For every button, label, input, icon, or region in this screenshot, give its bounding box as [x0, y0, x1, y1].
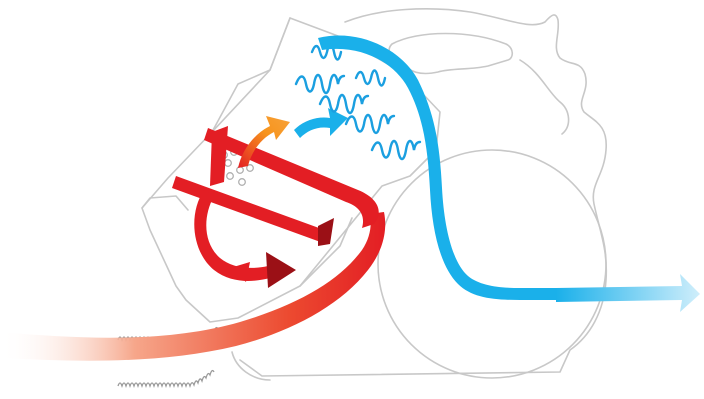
red-band-shading	[318, 218, 334, 246]
cyclone-spiral-1	[294, 73, 346, 95]
red-curl-bottom	[194, 190, 270, 281]
red-arrowhead-bottom	[266, 252, 296, 288]
red-airflow-arrows	[172, 126, 379, 288]
cyclone-spiral-4	[370, 139, 422, 161]
exhaust-arrow	[556, 274, 700, 312]
clean-air-duct	[318, 35, 560, 301]
front-wheel	[231, 351, 271, 381]
blue-airflow-arrow	[294, 108, 348, 138]
cyclone-spiral-3	[344, 113, 396, 135]
cyclone-pack-inner-edge	[211, 17, 291, 133]
hose-inflow-stream	[0, 212, 386, 361]
large-wheel	[377, 149, 607, 379]
cyclone-spiral-top	[310, 43, 343, 61]
red-arrowhead-left	[230, 262, 250, 282]
red-band-top	[210, 126, 228, 186]
red-band-middle	[172, 176, 330, 244]
cyclone-spirals	[294, 43, 422, 161]
cord-lower	[117, 369, 215, 389]
bin-lip	[141, 195, 353, 287]
cyclone-spiral-mid	[354, 69, 387, 87]
housing-contour	[519, 59, 570, 135]
cyclone-spiral-2	[318, 93, 370, 115]
cyclone-pack-outline	[141, 17, 441, 323]
orange-airflow-arrow	[238, 116, 290, 168]
